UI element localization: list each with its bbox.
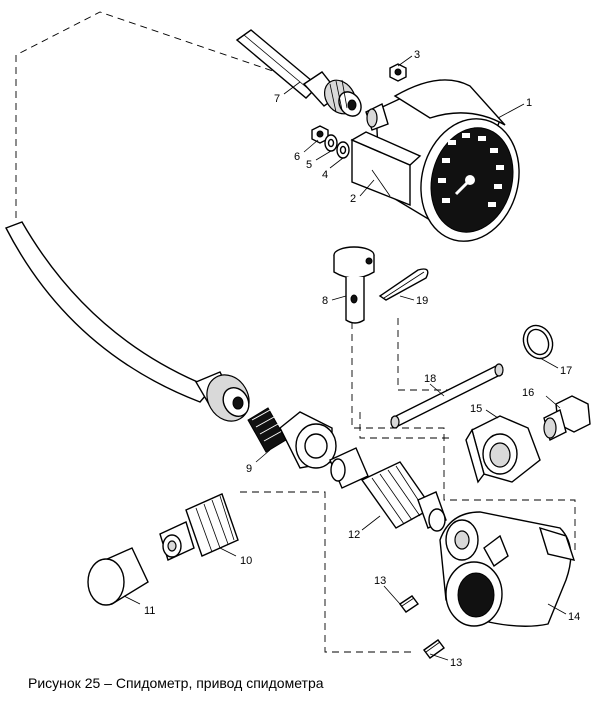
part-9-sleeve bbox=[279, 411, 337, 469]
part-4-washer bbox=[336, 141, 350, 159]
lower-cable bbox=[5, 221, 250, 422]
label-5: 5 bbox=[306, 159, 312, 171]
part-14-drive-housing bbox=[439, 511, 576, 627]
part-number-labels: 1 2 3 4 5 6 7 8 9 10 11 12 13 13 14 15 1… bbox=[144, 49, 580, 669]
part-5-washer bbox=[324, 134, 338, 152]
label-15: 15 bbox=[470, 403, 482, 415]
part-15-large-nut bbox=[465, 415, 541, 484]
label-18: 18 bbox=[424, 373, 436, 385]
label-19: 19 bbox=[416, 295, 428, 307]
label-16: 16 bbox=[522, 387, 534, 399]
label-13-upper: 13 bbox=[374, 575, 386, 587]
label-17: 17 bbox=[560, 365, 572, 377]
label-13-lower: 13 bbox=[450, 657, 462, 669]
label-4: 4 bbox=[322, 169, 328, 181]
label-9: 9 bbox=[246, 463, 252, 475]
part-3-nut bbox=[389, 63, 407, 82]
figure-caption: Рисунок 25 – Спидометр, привод спидометр… bbox=[28, 675, 324, 691]
label-10: 10 bbox=[240, 555, 252, 567]
part-18-long-pin bbox=[390, 363, 504, 429]
part-13-screw-lower bbox=[423, 639, 445, 659]
assembly-dashed-lines bbox=[15, 11, 576, 653]
label-14: 14 bbox=[568, 611, 580, 623]
label-1: 1 bbox=[526, 97, 532, 109]
part-19-cotter-pin bbox=[378, 268, 429, 301]
label-12: 12 bbox=[348, 529, 360, 541]
label-3: 3 bbox=[414, 49, 420, 61]
part-16-plug bbox=[543, 395, 591, 442]
part-7-cable-end bbox=[235, 29, 362, 117]
leader-lines bbox=[123, 55, 567, 661]
label-8: 8 bbox=[322, 295, 328, 307]
part-8-pin bbox=[333, 246, 375, 324]
part-17-o-ring bbox=[522, 324, 554, 360]
part-11-cap bbox=[87, 547, 149, 606]
part-10-driven-gear bbox=[159, 493, 239, 561]
label-6: 6 bbox=[294, 151, 300, 163]
part-13-screw-upper bbox=[398, 595, 420, 613]
label-2: 2 bbox=[350, 193, 356, 205]
part-2-bracket bbox=[350, 131, 422, 207]
label-11: 11 bbox=[144, 605, 155, 617]
label-7: 7 bbox=[274, 93, 280, 105]
part-12-drive-gear bbox=[329, 447, 447, 532]
